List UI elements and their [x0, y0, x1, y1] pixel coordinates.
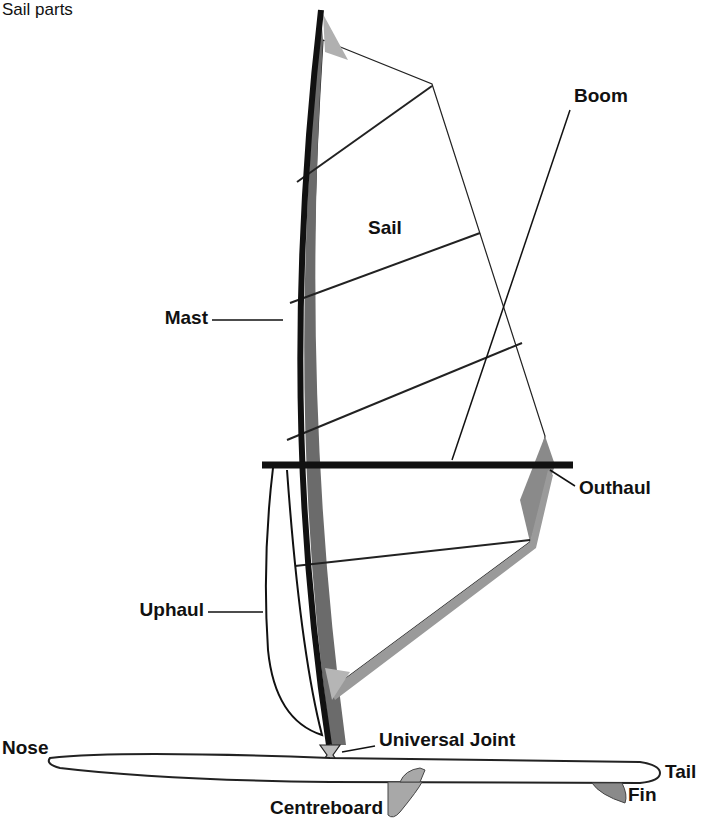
part-label: Mast: [165, 308, 208, 329]
part-label: Universal Joint: [379, 730, 515, 751]
tack-patch: [325, 668, 350, 700]
uphaul-rope: [266, 468, 322, 735]
daggerboard-top: [400, 768, 425, 782]
part-label: Centreboard: [270, 798, 383, 819]
sail-panel: [313, 40, 545, 690]
part-label: Nose: [2, 738, 48, 759]
part-label: Uphaul: [140, 600, 204, 621]
battens: [287, 86, 530, 566]
part-label: Sail: [368, 218, 402, 239]
part-label: Fin: [628, 785, 657, 806]
fin: [592, 783, 626, 803]
diagram-title: Sail parts: [2, 0, 73, 20]
part-label: Tail: [665, 762, 696, 783]
leader-lines: [208, 110, 575, 752]
centreboard: [388, 782, 422, 817]
board: [49, 754, 660, 783]
part-label: Outhaul: [579, 478, 651, 499]
mast: [300, 10, 329, 745]
part-label: Boom: [574, 86, 628, 107]
foot-tape: [330, 470, 553, 700]
boom: [262, 462, 573, 469]
head-patch: [323, 14, 348, 60]
